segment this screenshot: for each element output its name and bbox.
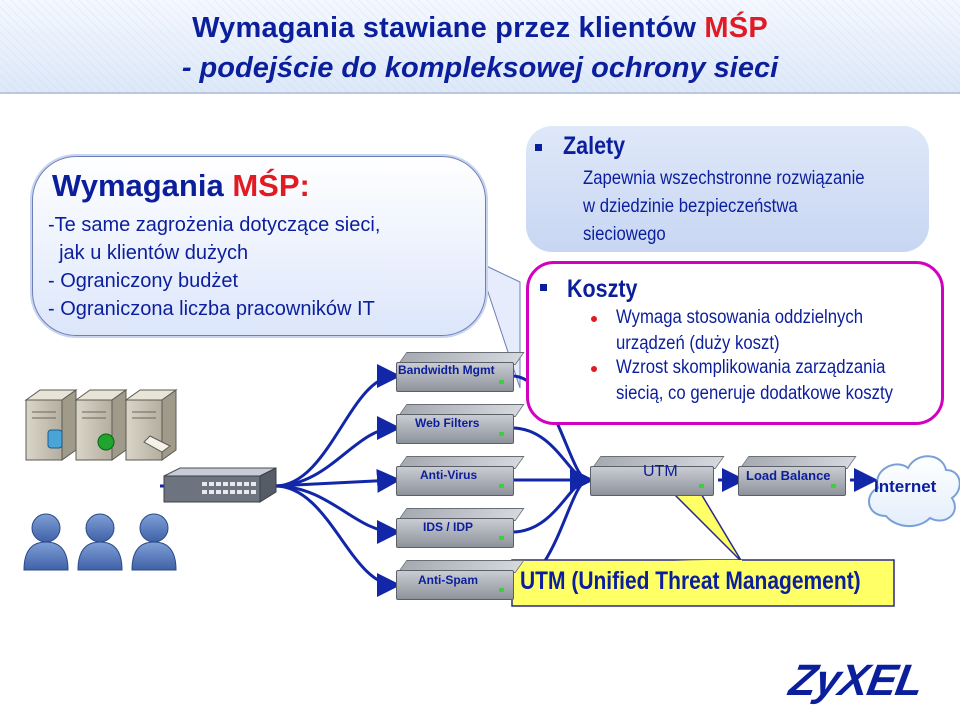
- slide-title-accent: MŚP: [704, 12, 768, 44]
- square-bullet-icon: [535, 144, 542, 151]
- device-label: IDS / IDP: [423, 520, 474, 534]
- server-icons: [24, 389, 178, 461]
- requirements-line: jak u klientów dużych: [48, 242, 249, 264]
- koszty-item-line: urządzeń (duży koszt): [616, 333, 780, 354]
- zalety-text-line: Zapewnia wszechstronne rozwiązanie: [583, 168, 865, 189]
- koszty-heading: Koszty: [567, 275, 638, 303]
- requirements-box: [32, 156, 486, 336]
- square-bullet-icon: [540, 284, 547, 291]
- koszty-item-line: siecią, co generuje dodatkowe koszty: [616, 383, 893, 404]
- device-label: Anti-Virus: [420, 468, 478, 482]
- round-bullet-icon: [591, 366, 597, 372]
- zalety-text-line: sieciowego: [583, 224, 666, 245]
- header-banner: [0, 0, 960, 94]
- requirements-title: Wymagania MŚP:: [52, 168, 310, 203]
- ids-idp-device: [396, 508, 525, 548]
- internet-cloud-icon: [868, 455, 960, 527]
- web-filters-device: [396, 404, 525, 444]
- bandwidth-mgmt-device: [396, 352, 525, 392]
- utm-callout-text: UTM (Unified Threat Management): [520, 567, 861, 595]
- anti-spam-device: [396, 560, 525, 600]
- utm-label: UTM: [643, 463, 678, 480]
- zyxel-logo: ZyXEL: [785, 656, 927, 705]
- device-label: Bandwidth Mgmt: [398, 363, 495, 377]
- koszty-item-line: Wymaga stosowania oddzielnych: [616, 307, 864, 328]
- anti-virus-device: [396, 456, 525, 496]
- slide-title-line1: Wymagania stawiane przez klientów MŚP: [192, 12, 768, 44]
- utm-device: [590, 456, 725, 496]
- koszty-item-line: Wzrost skomplikowania zarządzania: [616, 357, 886, 378]
- internet-label: Internet: [874, 477, 937, 496]
- device-label: Anti-Spam: [418, 573, 478, 587]
- requirements-line: -Te same zagrożenia dotyczące sieci,: [48, 214, 381, 236]
- network-switch-icon: [163, 467, 277, 503]
- requirements-title-accent: MŚP:: [232, 168, 310, 203]
- round-bullet-icon: [591, 316, 597, 322]
- device-label: Web Filters: [415, 416, 480, 430]
- zalety-box: [526, 126, 929, 252]
- koszty-box: [526, 261, 944, 425]
- requirements-line: - Ograniczona liczba pracowników IT: [48, 298, 375, 320]
- slide-title-line2: - podejście do kompleksowej ochrony siec…: [181, 52, 779, 84]
- utm-callout: [511, 491, 895, 607]
- user-icons: [23, 513, 177, 571]
- device-label: Load Balance: [746, 468, 831, 483]
- load-balance-device: [738, 456, 857, 496]
- zalety-text-line: w dziedzinie bezpieczeństwa: [583, 196, 798, 217]
- zalety-heading: Zalety: [563, 132, 626, 160]
- requirements-line: - Ograniczony budżet: [48, 270, 239, 292]
